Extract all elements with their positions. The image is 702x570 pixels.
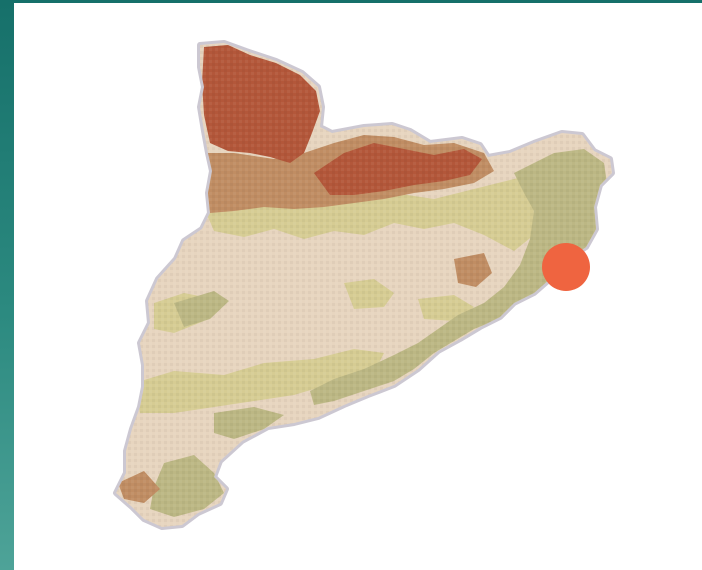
location-dot-icon[interactable] [542,243,590,291]
relief-map[interactable] [14,3,702,570]
map-panel[interactable] [14,3,702,570]
